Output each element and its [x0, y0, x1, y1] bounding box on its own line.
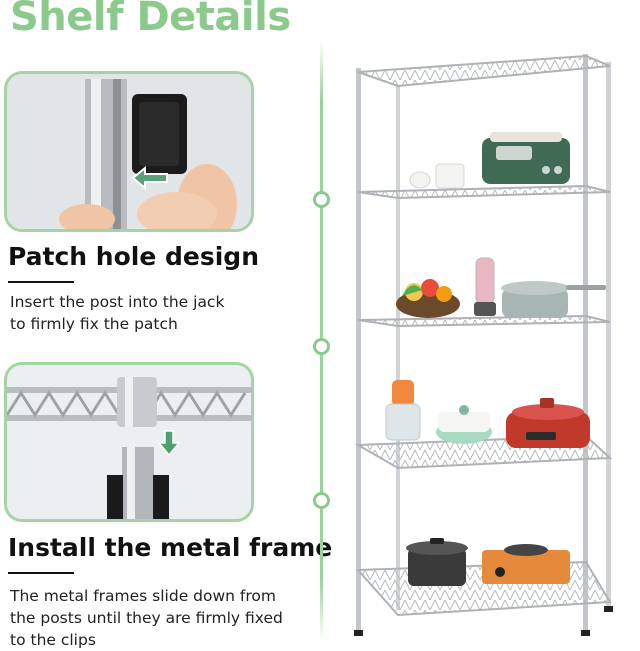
shelf-tier	[357, 54, 611, 88]
divider-dot	[313, 191, 330, 208]
shelf-post	[583, 54, 588, 636]
patch-hole-photo	[4, 71, 254, 232]
divider-dot	[313, 492, 330, 509]
shelf-illustration	[340, 40, 630, 640]
shelf-post	[356, 68, 361, 636]
desc-line: The metal frames slide down from	[10, 587, 276, 605]
arrow-left-icon	[131, 165, 168, 191]
divider-dot	[313, 338, 330, 355]
metal-frame-description: The metal frames slide down from the pos…	[10, 585, 283, 651]
food-chopper	[385, 380, 421, 441]
shelf-post	[396, 86, 400, 610]
page-title: Shelf Details	[10, 0, 291, 40]
shelf-post	[606, 62, 611, 610]
shelf-foot	[354, 630, 363, 636]
arrow-down-icon	[157, 430, 181, 457]
heading-underline	[8, 572, 74, 574]
electric-hot-pot	[506, 398, 590, 448]
heading-underline	[8, 281, 74, 283]
shelf-tier	[357, 184, 611, 200]
egg-steamer	[436, 405, 492, 444]
desc-line: Insert the post into the jack	[10, 293, 225, 311]
metal-frame-photo	[4, 362, 254, 522]
shelf-tier	[357, 314, 611, 328]
fruit-basket	[396, 279, 460, 318]
toaster-oven	[482, 132, 570, 184]
stock-pot	[406, 538, 468, 586]
desc-line: to the clips	[10, 631, 96, 649]
desc-line: the posts until they are firmly fixed	[10, 609, 283, 627]
shelf-foot	[581, 630, 590, 636]
cooking-pot	[501, 281, 606, 318]
shelf-foot	[604, 606, 613, 612]
patch-hole-description: Insert the post into the jack to firmly …	[10, 291, 224, 335]
bowl	[409, 171, 431, 189]
mug	[435, 163, 465, 189]
portable-stove	[482, 544, 570, 584]
patch-hole-heading: Patch hole design	[8, 242, 259, 271]
metal-frame-heading: Install the metal frame	[8, 533, 333, 562]
blender	[474, 257, 496, 316]
desc-line: to firmly fix the patch	[10, 315, 178, 333]
